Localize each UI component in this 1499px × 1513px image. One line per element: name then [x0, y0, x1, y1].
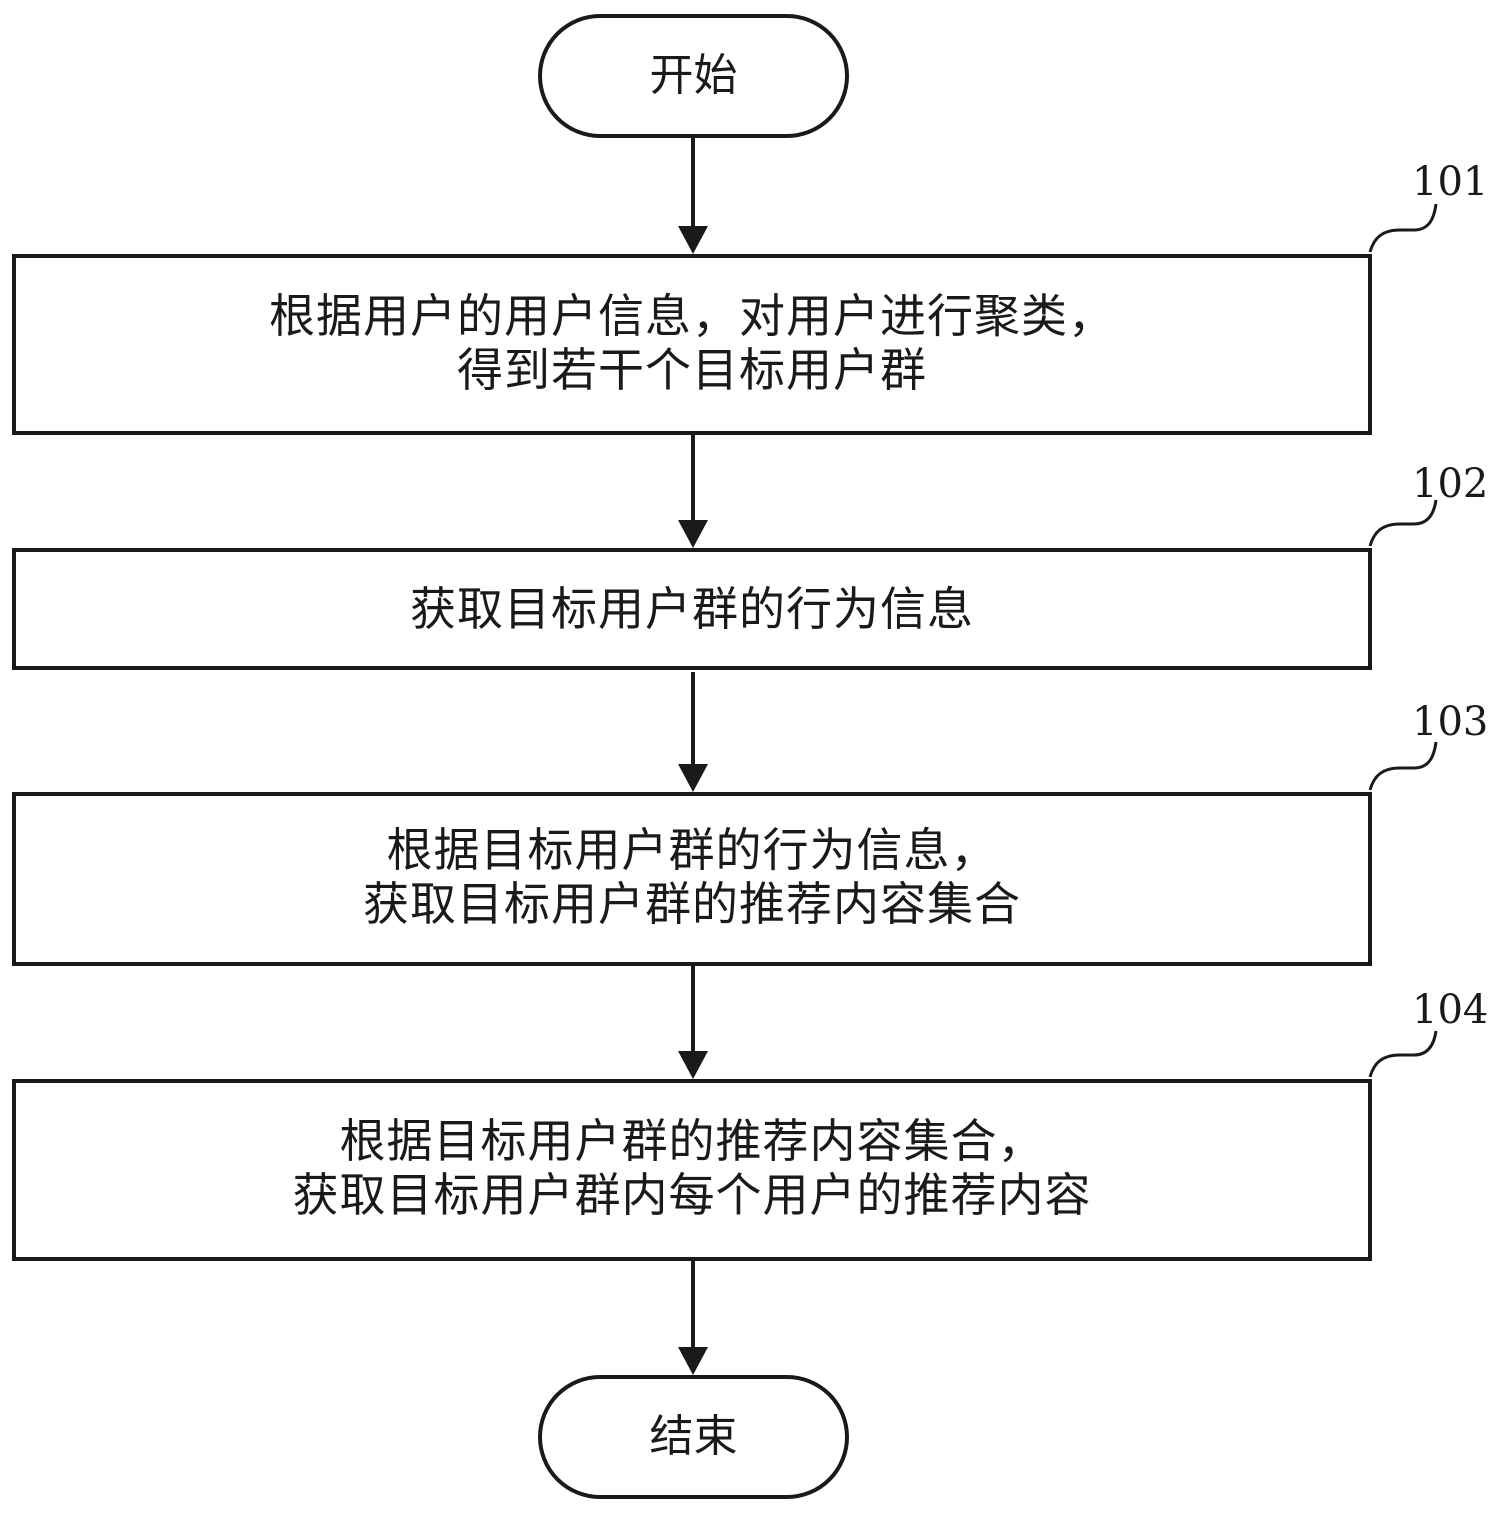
step-number-102: 102	[1412, 461, 1489, 507]
step-leader-102	[1368, 499, 1438, 547]
end-label: 结束	[649, 1411, 738, 1462]
start-label: 开始	[649, 50, 738, 101]
step-leader-103	[1368, 741, 1438, 791]
step-text-line: 获取目标用户群的推荐内容集合	[363, 877, 1021, 931]
step-box-101	[12, 254, 1372, 435]
step-text-101: 根据用户的用户信息，对用户进行聚类， 得到若干个目标用户群	[14, 289, 1370, 397]
step-box-102	[12, 548, 1372, 670]
step-text-line: 根据目标用户群的行为信息，	[386, 823, 998, 877]
step-text-line: 根据用户的用户信息，对用户进行聚类，	[269, 289, 1115, 343]
arrow-104-to-end	[678, 1261, 708, 1375]
arrow-101-to-102	[678, 435, 708, 548]
step-leader-104	[1368, 1030, 1438, 1078]
step-leader-101	[1368, 203, 1438, 253]
arrow-start-to-101	[678, 138, 708, 254]
start-terminal	[538, 14, 849, 138]
step-text-103: 根据目标用户群的行为信息， 获取目标用户群的推荐内容集合	[14, 823, 1370, 931]
step-text-line: 得到若干个目标用户群	[457, 343, 927, 397]
step-text-104: 根据目标用户群的推荐内容集合， 获取目标用户群内每个用户的推荐内容	[14, 1114, 1370, 1222]
step-text-line: 获取目标用户群内每个用户的推荐内容	[292, 1168, 1092, 1222]
step-number-103: 103	[1412, 699, 1489, 745]
step-text-line: 根据目标用户群的推荐内容集合，	[339, 1114, 1045, 1168]
step-text-line: 获取目标用户群的行为信息	[410, 582, 974, 636]
end-terminal	[538, 1375, 849, 1499]
arrow-103-to-104	[678, 966, 708, 1079]
step-box-104	[12, 1079, 1372, 1261]
step-box-103	[12, 792, 1372, 966]
arrow-102-to-103	[678, 672, 708, 792]
step-number-101: 101	[1412, 159, 1489, 205]
step-text-102: 获取目标用户群的行为信息	[14, 582, 1370, 636]
step-number-104: 104	[1412, 987, 1489, 1033]
